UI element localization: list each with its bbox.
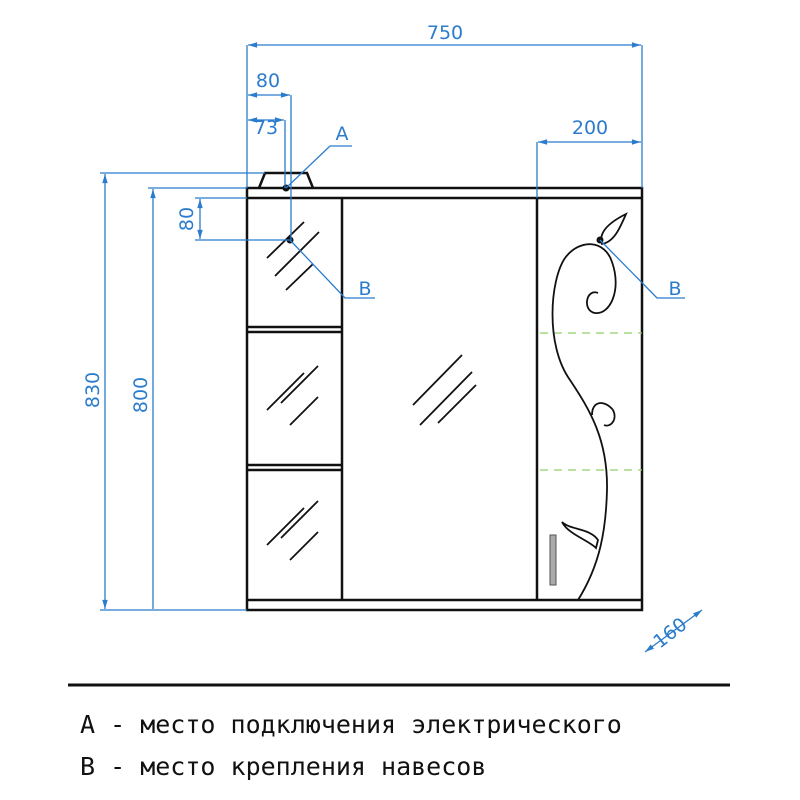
dim-750: 750 [427,22,463,44]
marker-b-right: B [668,278,681,300]
dim-80-vertical: 80 [176,207,198,231]
dim-830: 830 [82,372,104,408]
dim-800: 800 [130,377,152,413]
dim-200: 200 [572,117,608,139]
dim-160: 160 [649,613,691,653]
vine-ornament [549,212,628,601]
mirror-hatch [266,221,477,561]
marker-b-left: B [358,278,371,300]
lamp-housing [257,171,315,189]
dim-80-top: 80 [256,70,280,92]
dimension-labels: 750 80 73 200 830 800 80 160 A B B [82,22,691,653]
dimension-lines [100,42,703,653]
cabinet-frame [245,186,644,612]
marker-a: A [336,123,349,145]
dim-73: 73 [254,117,278,139]
legend-item-a: A - место подключения электрического [80,710,622,739]
cabinet-outline [245,171,644,612]
door-handle [549,534,557,586]
legend-item-b: B - место крепления навесов [80,752,487,781]
